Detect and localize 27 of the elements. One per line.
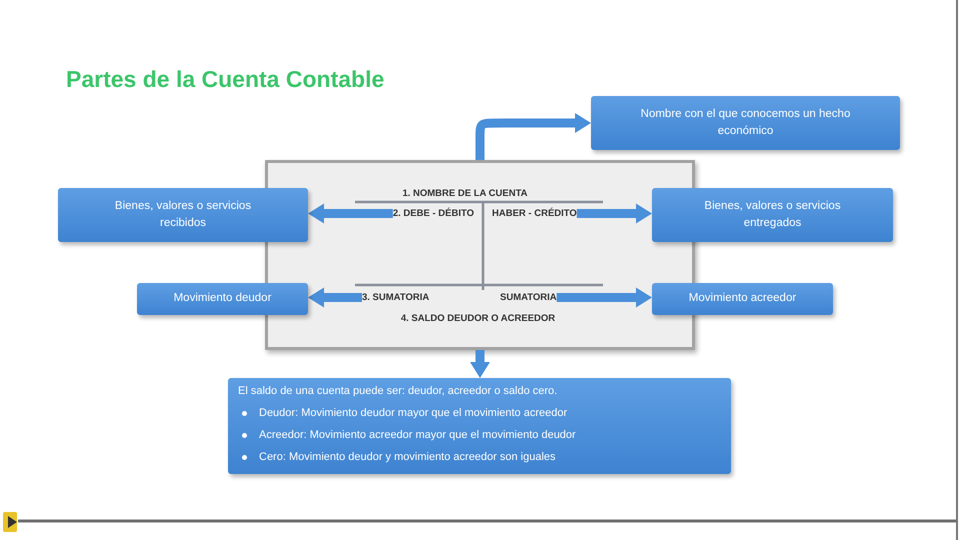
- info-box: [652, 283, 833, 315]
- bullet-text: Cero: Movimiento deudor y movimiento acreedor son iguales: [259, 450, 556, 465]
- account-label: 2. DEBE - DÉBITO: [392, 206, 474, 221]
- box-text: Movimiento deudor: [174, 291, 272, 306]
- arrow: [308, 288, 362, 308]
- arrow: [308, 204, 393, 224]
- info-box: [228, 378, 731, 474]
- bullet-text: Deudor: Movimiento deudor mayor que el movimiento acreedor: [259, 406, 568, 421]
- arrow: [470, 350, 490, 378]
- box-text: Movimiento acreedor: [688, 291, 796, 306]
- info-box: [137, 283, 308, 315]
- account-label: 3. SUMATORIA: [362, 290, 430, 305]
- info-box: [652, 188, 893, 242]
- arrow: [556, 288, 652, 308]
- arrow: [576, 204, 652, 224]
- account-name-label: 1. NOMBRE DE LA CUENTA: [401, 187, 529, 201]
- box-text: El saldo de una cuenta puede ser: deudor, acreedor o saldo cero.: [238, 384, 558, 399]
- balance-label: 4. SALDO DEUDOR O ACREEDOR: [400, 312, 556, 326]
- box-text: Nombre con el que conocemos un hecho económico: [640, 106, 852, 139]
- box-text: Bienes, valores o servicios recibidos: [114, 198, 252, 231]
- account-label: SUMATORIA: [500, 290, 557, 305]
- bullet-text: Acreedor: Movimiento acreedor mayor que el movimiento deudor: [259, 428, 576, 443]
- slide-title: Partes de la Cuenta Contable: [66, 66, 384, 93]
- account-label: HABER - CRÉDITO: [492, 206, 577, 221]
- box-text: Bienes, valores o servicios entregados: [703, 198, 842, 231]
- info-box: [591, 96, 900, 150]
- info-box: [58, 188, 308, 242]
